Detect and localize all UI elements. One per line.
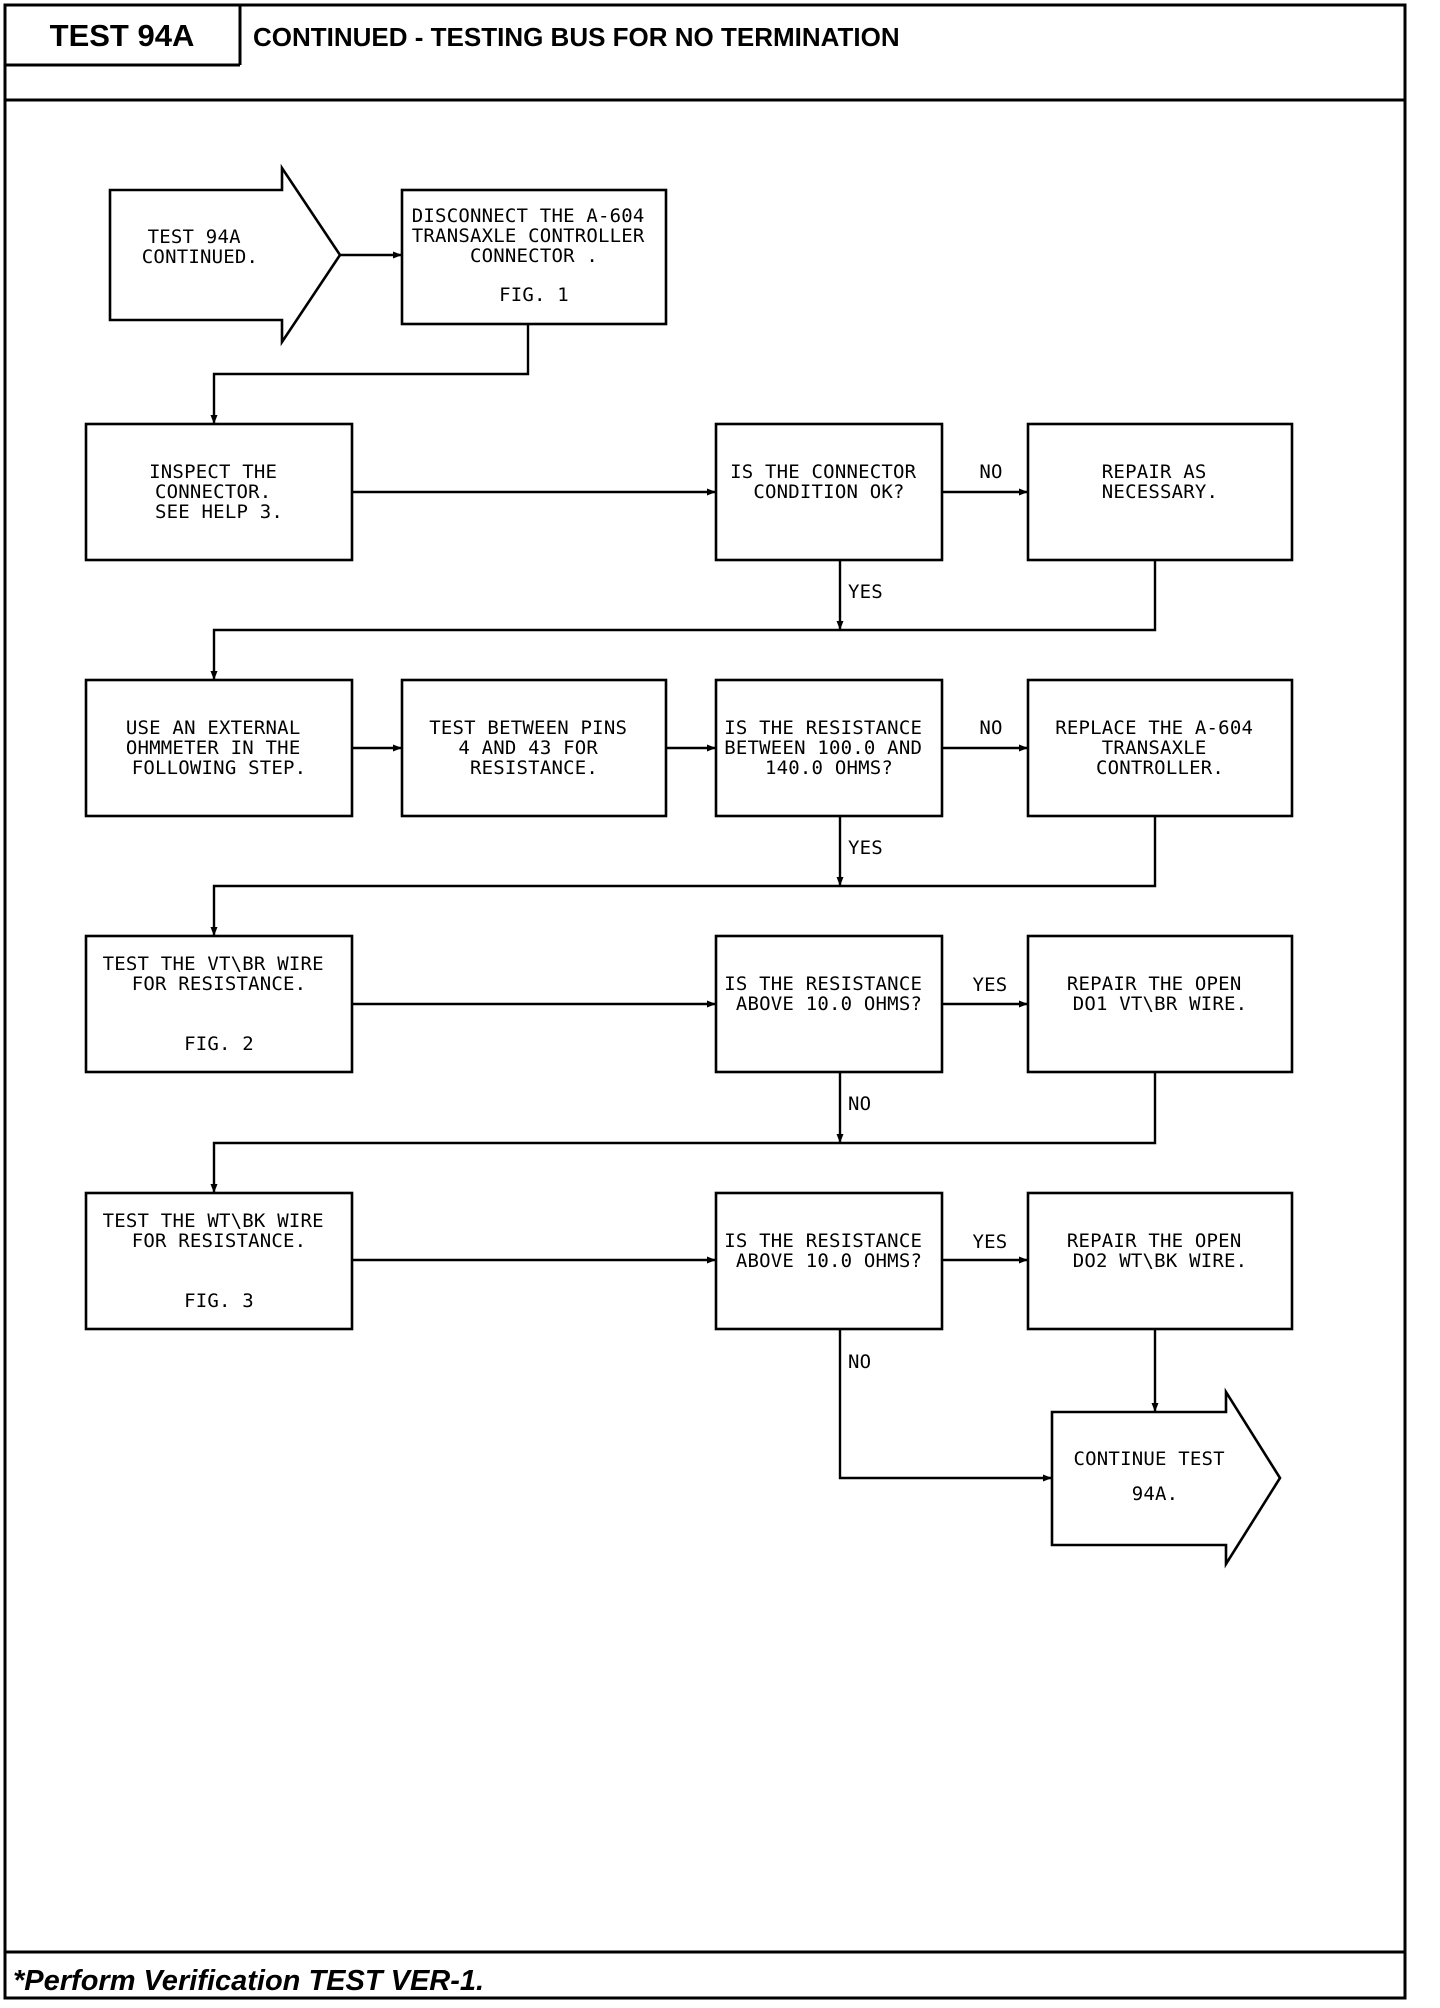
inspect-box (84, 422, 354, 562)
test-wt-bk-fig-label: FIG. 3 (184, 1290, 254, 1312)
header-test-code: TEST 94A (50, 18, 195, 53)
disconnect-text: DISCONNECT THE A-604 TRANSAXLE CONTROLLE… (412, 205, 656, 267)
node-connector-ok: IS THE CONNECTOR CONDITION OK? (714, 422, 944, 562)
footer-note: *Perform Verification TEST VER-1. (13, 1965, 484, 1997)
start-text: TEST 94A CONTINUED. (142, 226, 258, 268)
continue-arrow-shape (1050, 1387, 1282, 1569)
continue-text: CONTINUE TEST 94A. (1074, 1448, 1237, 1505)
page-frame (3, 3, 1407, 2000)
node-use-ohmmeter: USE AN EXTERNAL OHMMETER IN THE FOLLOWIN… (84, 678, 354, 818)
inspect-text: INSPECT THE CONNECTOR. SEE HELP 3. (149, 461, 289, 523)
node-repair-connector: REPAIR AS NECESSARY. (1026, 422, 1294, 562)
node-resistance-range: IS THE RESISTANCE BETWEEN 100.0 AND 140.… (714, 678, 944, 818)
test-wt-bk-box (84, 1191, 354, 1331)
edge-disconnect-to-inspect (210, 324, 530, 424)
resistance-range-text: IS THE RESISTANCE BETWEEN 100.0 AND 140.… (724, 717, 934, 779)
label-connector-yes: YES (848, 581, 883, 603)
replace-controller-box (1026, 678, 1294, 818)
disconnect-box (400, 188, 668, 326)
start-arrow-shape (108, 163, 342, 347)
repair-connector-box (1026, 422, 1294, 562)
node-repair-d02: REPAIR THE OPEN DO2 WT\BK WIRE. (1026, 1191, 1294, 1331)
header-title: CONTINUED - TESTING BUS FOR NO TERMINATI… (253, 22, 900, 52)
node-inspect: INSPECT THE CONNECTOR. SEE HELP 3. (84, 422, 354, 562)
connector-ok-text: IS THE CONNECTOR CONDITION OK? (730, 461, 928, 503)
vt-br-above-text: IS THE RESISTANCE ABOVE 10.0 OHMS? (724, 973, 934, 1015)
label-range-no: NO (979, 717, 1002, 739)
repair-d01-text: REPAIR THE OPEN DO1 VT\BR WIRE. (1067, 973, 1253, 1015)
label-range-yes: YES (848, 837, 883, 859)
repair-d02-text: REPAIR THE OPEN DO2 WT\BK WIRE. (1067, 1230, 1253, 1272)
use-ohmmeter-text: USE AN EXTERNAL OHMMETER IN THE FOLLOWIN… (126, 717, 312, 779)
edge-replace-to-test-vt-br (210, 816, 1157, 936)
edge-repair-d01-to-test-wt-bk (210, 1072, 1157, 1193)
edge-wt-bk-no (838, 1329, 1052, 1482)
node-wt-bk-above: IS THE RESISTANCE ABOVE 10.0 OHMS? (714, 1191, 944, 1331)
test-vt-br-box (84, 934, 354, 1074)
wt-bk-above-text: IS THE RESISTANCE ABOVE 10.0 OHMS? (724, 1230, 934, 1272)
repair-connector-text: REPAIR AS NECESSARY. (1102, 461, 1218, 503)
label-vt-br-yes: YES (973, 974, 1008, 996)
test-vt-br-fig-label: FIG. 2 (184, 1033, 254, 1055)
label-vt-br-no: NO (848, 1093, 871, 1115)
node-repair-d01: REPAIR THE OPEN DO1 VT\BR WIRE. (1026, 934, 1294, 1074)
node-test-wt-bk: TEST THE WT\BK WIRE FOR RESISTANCE. FIG.… (84, 1191, 354, 1331)
test-pins-text: TEST BETWEEN PINS 4 AND 43 FOR RESISTANC… (429, 717, 639, 779)
replace-controller-text: REPLACE THE A-604 TRANSAXLE CONTROLLER. (1055, 717, 1265, 779)
edge-repair-connector-to-ohmmeter (210, 560, 1157, 680)
node-disconnect: DISCONNECT THE A-604 TRANSAXLE CONTROLLE… (400, 188, 668, 326)
node-test-pins: TEST BETWEEN PINS 4 AND 43 FOR RESISTANC… (400, 678, 668, 818)
label-wt-bk-yes: YES (973, 1231, 1008, 1253)
node-test-vt-br: TEST THE VT\BR WIRE FOR RESISTANCE. FIG.… (84, 934, 354, 1074)
label-wt-bk-no: NO (848, 1351, 871, 1373)
node-vt-br-above: IS THE RESISTANCE ABOVE 10.0 OHMS? (714, 934, 944, 1074)
node-start: TEST 94A CONTINUED. (108, 163, 342, 347)
test-wt-bk-text: TEST THE WT\BK WIRE FOR RESISTANCE. (103, 1210, 336, 1252)
disconnect-fig-label: FIG. 1 (499, 284, 569, 306)
use-ohmmeter-box (84, 678, 354, 818)
node-replace-controller: REPLACE THE A-604 TRANSAXLE CONTROLLER. (1026, 678, 1294, 818)
test-vt-br-text: TEST THE VT\BR WIRE FOR RESISTANCE. (103, 953, 336, 995)
label-connector-no: NO (979, 461, 1002, 483)
node-continue: CONTINUE TEST 94A. (1050, 1387, 1282, 1569)
